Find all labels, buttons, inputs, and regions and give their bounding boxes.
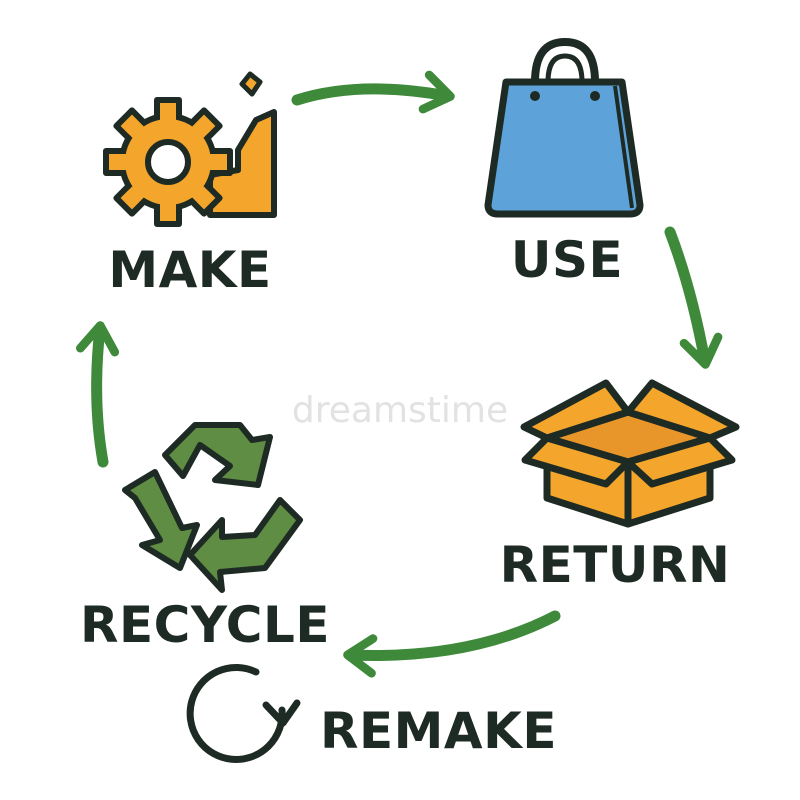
stage-label-make: MAKE — [108, 241, 271, 299]
stage-label-use: USE — [511, 231, 623, 289]
watermark-text: dreamstime — [292, 390, 508, 431]
arrow-return-to-remake — [343, 610, 561, 678]
circular-arrow-icon — [186, 664, 301, 763]
factory-gear-icon — [103, 71, 277, 227]
stage-label-recycle: RECYCLE — [80, 596, 330, 654]
stage-label-remake: REMAKE — [320, 702, 557, 760]
shopping-bag-icon — [484, 37, 644, 218]
open-box-icon — [520, 379, 740, 528]
arrow-make-to-use — [291, 70, 455, 114]
cycle-arrows — [75, 70, 723, 678]
recycle-icon — [122, 422, 303, 593]
arrow-recycle-to-make — [75, 321, 120, 468]
stage-label-return: RETURN — [500, 536, 731, 594]
arrow-use-to-return — [664, 226, 723, 369]
